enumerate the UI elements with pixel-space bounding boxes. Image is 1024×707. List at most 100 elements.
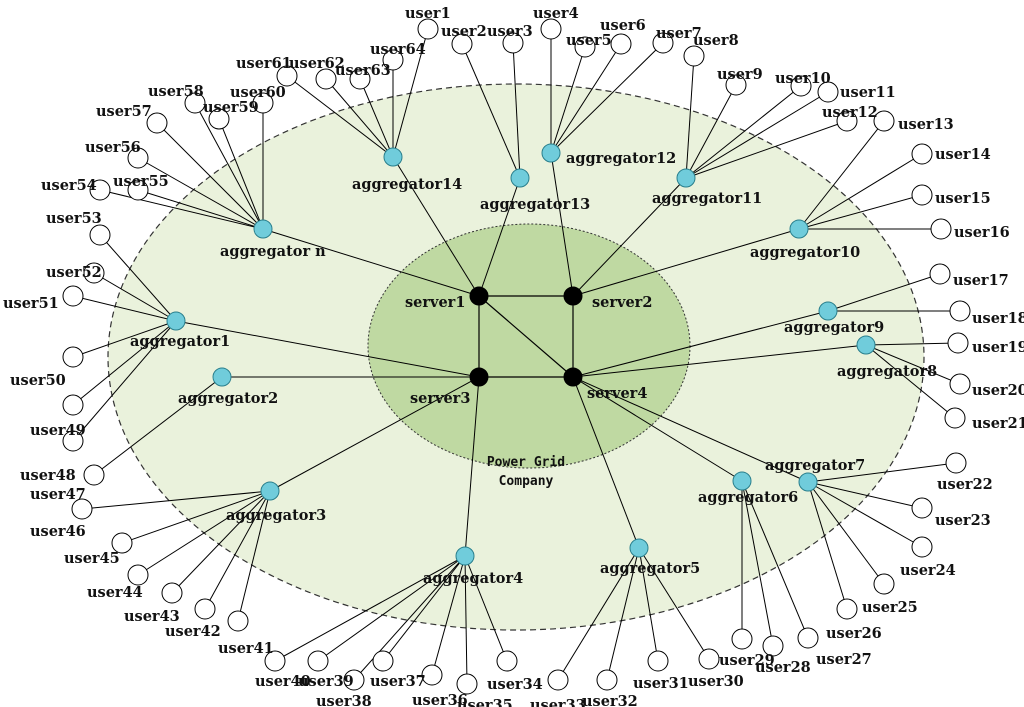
user-node[interactable] [208, 108, 230, 130]
user-node[interactable] [421, 664, 443, 686]
user-node[interactable] [797, 627, 819, 649]
aggregator-node[interactable] [789, 219, 809, 239]
user-node[interactable] [451, 33, 473, 55]
user-node[interactable] [911, 184, 933, 206]
user-node[interactable] [873, 110, 895, 132]
aggregator-label: aggregator13 [480, 196, 590, 213]
user-node[interactable] [873, 573, 895, 595]
user-label: user6 [600, 17, 646, 34]
aggregator-node[interactable] [166, 311, 186, 331]
user-node[interactable] [949, 373, 971, 395]
user-node[interactable] [276, 65, 298, 87]
user-node[interactable] [382, 49, 404, 71]
user-node[interactable] [911, 143, 933, 165]
user-node[interactable] [83, 464, 105, 486]
user-aggregator-link [93, 376, 223, 476]
user-node[interactable] [372, 650, 394, 672]
user-node[interactable] [161, 582, 183, 604]
user-node[interactable] [264, 650, 286, 672]
user-node[interactable] [574, 36, 596, 58]
user-node[interactable] [83, 262, 105, 284]
user-aggregator-link [171, 490, 271, 594]
user-node[interactable] [62, 394, 84, 416]
user-node[interactable] [929, 263, 951, 285]
user-node[interactable] [790, 75, 812, 97]
user-node[interactable] [930, 218, 952, 240]
aggregator-node[interactable] [856, 335, 876, 355]
user-node[interactable] [62, 346, 84, 368]
user-node[interactable] [62, 430, 84, 452]
user-node[interactable] [496, 650, 518, 672]
user-node[interactable] [194, 598, 216, 620]
user-node[interactable] [349, 68, 371, 90]
user-node[interactable] [762, 635, 784, 657]
user-node[interactable] [127, 147, 149, 169]
aggregator-server-link [550, 152, 574, 297]
user-node[interactable] [456, 673, 478, 695]
aggregator-node[interactable] [818, 301, 838, 321]
aggregator-node[interactable] [541, 143, 561, 163]
user-node[interactable] [647, 650, 669, 672]
user-aggregator-link [137, 189, 264, 230]
user-node[interactable] [947, 332, 969, 354]
server-node[interactable] [563, 286, 583, 306]
aggregator-node[interactable] [212, 367, 232, 387]
user-node[interactable] [911, 536, 933, 558]
server-node[interactable] [469, 286, 489, 306]
user-node[interactable] [731, 628, 753, 650]
user-node[interactable] [836, 598, 858, 620]
user-label: user52 [46, 264, 102, 281]
server-node[interactable] [563, 367, 583, 387]
user-aggregator-link [606, 547, 640, 681]
user-node[interactable] [252, 92, 274, 114]
user-node[interactable] [62, 285, 84, 307]
user-aggregator-link [325, 78, 394, 158]
aggregator-node[interactable] [455, 546, 475, 566]
user-node[interactable] [307, 650, 329, 672]
user-label: user21 [972, 415, 1024, 432]
user-node[interactable] [502, 32, 524, 54]
user-node[interactable] [111, 532, 133, 554]
server-node[interactable] [469, 367, 489, 387]
user-node[interactable] [945, 452, 967, 474]
aggregator-node[interactable] [383, 147, 403, 167]
user-node[interactable] [540, 18, 562, 40]
user-node[interactable] [127, 179, 149, 201]
user-label: user19 [972, 339, 1024, 356]
user-node[interactable] [949, 300, 971, 322]
user-node[interactable] [725, 74, 747, 96]
user-node[interactable] [343, 669, 365, 691]
user-node[interactable] [184, 92, 206, 114]
user-node[interactable] [596, 669, 618, 691]
user-node[interactable] [836, 110, 858, 132]
aggregator-node[interactable] [629, 538, 649, 558]
user-node[interactable] [127, 564, 149, 586]
user-node[interactable] [417, 18, 439, 40]
user-node[interactable] [547, 669, 569, 691]
user-node[interactable] [911, 497, 933, 519]
user-node[interactable] [89, 179, 111, 201]
user-node[interactable] [315, 68, 337, 90]
server-label: server4 [587, 385, 647, 402]
user-node[interactable] [71, 498, 93, 520]
user-node[interactable] [944, 407, 966, 429]
aggregator-node[interactable] [732, 471, 752, 491]
aggregator-label: aggregator7 [765, 457, 865, 474]
user-aggregator-link [807, 481, 848, 610]
aggregator-node[interactable] [253, 219, 273, 239]
aggregator-node[interactable] [260, 481, 280, 501]
user-node[interactable] [227, 610, 249, 632]
user-node[interactable] [817, 81, 839, 103]
aggregator-node[interactable] [676, 168, 696, 188]
aggregator-node[interactable] [510, 168, 530, 188]
user-label: user38 [316, 693, 372, 707]
user-node[interactable] [89, 224, 111, 246]
user-node[interactable] [146, 112, 168, 134]
user-node[interactable] [698, 648, 720, 670]
user-aggregator-link [685, 91, 829, 179]
user-node[interactable] [683, 45, 705, 67]
aggregator-node[interactable] [798, 472, 818, 492]
user-aggregator-link [431, 555, 466, 676]
user-node[interactable] [652, 32, 674, 54]
user-node[interactable] [610, 33, 632, 55]
